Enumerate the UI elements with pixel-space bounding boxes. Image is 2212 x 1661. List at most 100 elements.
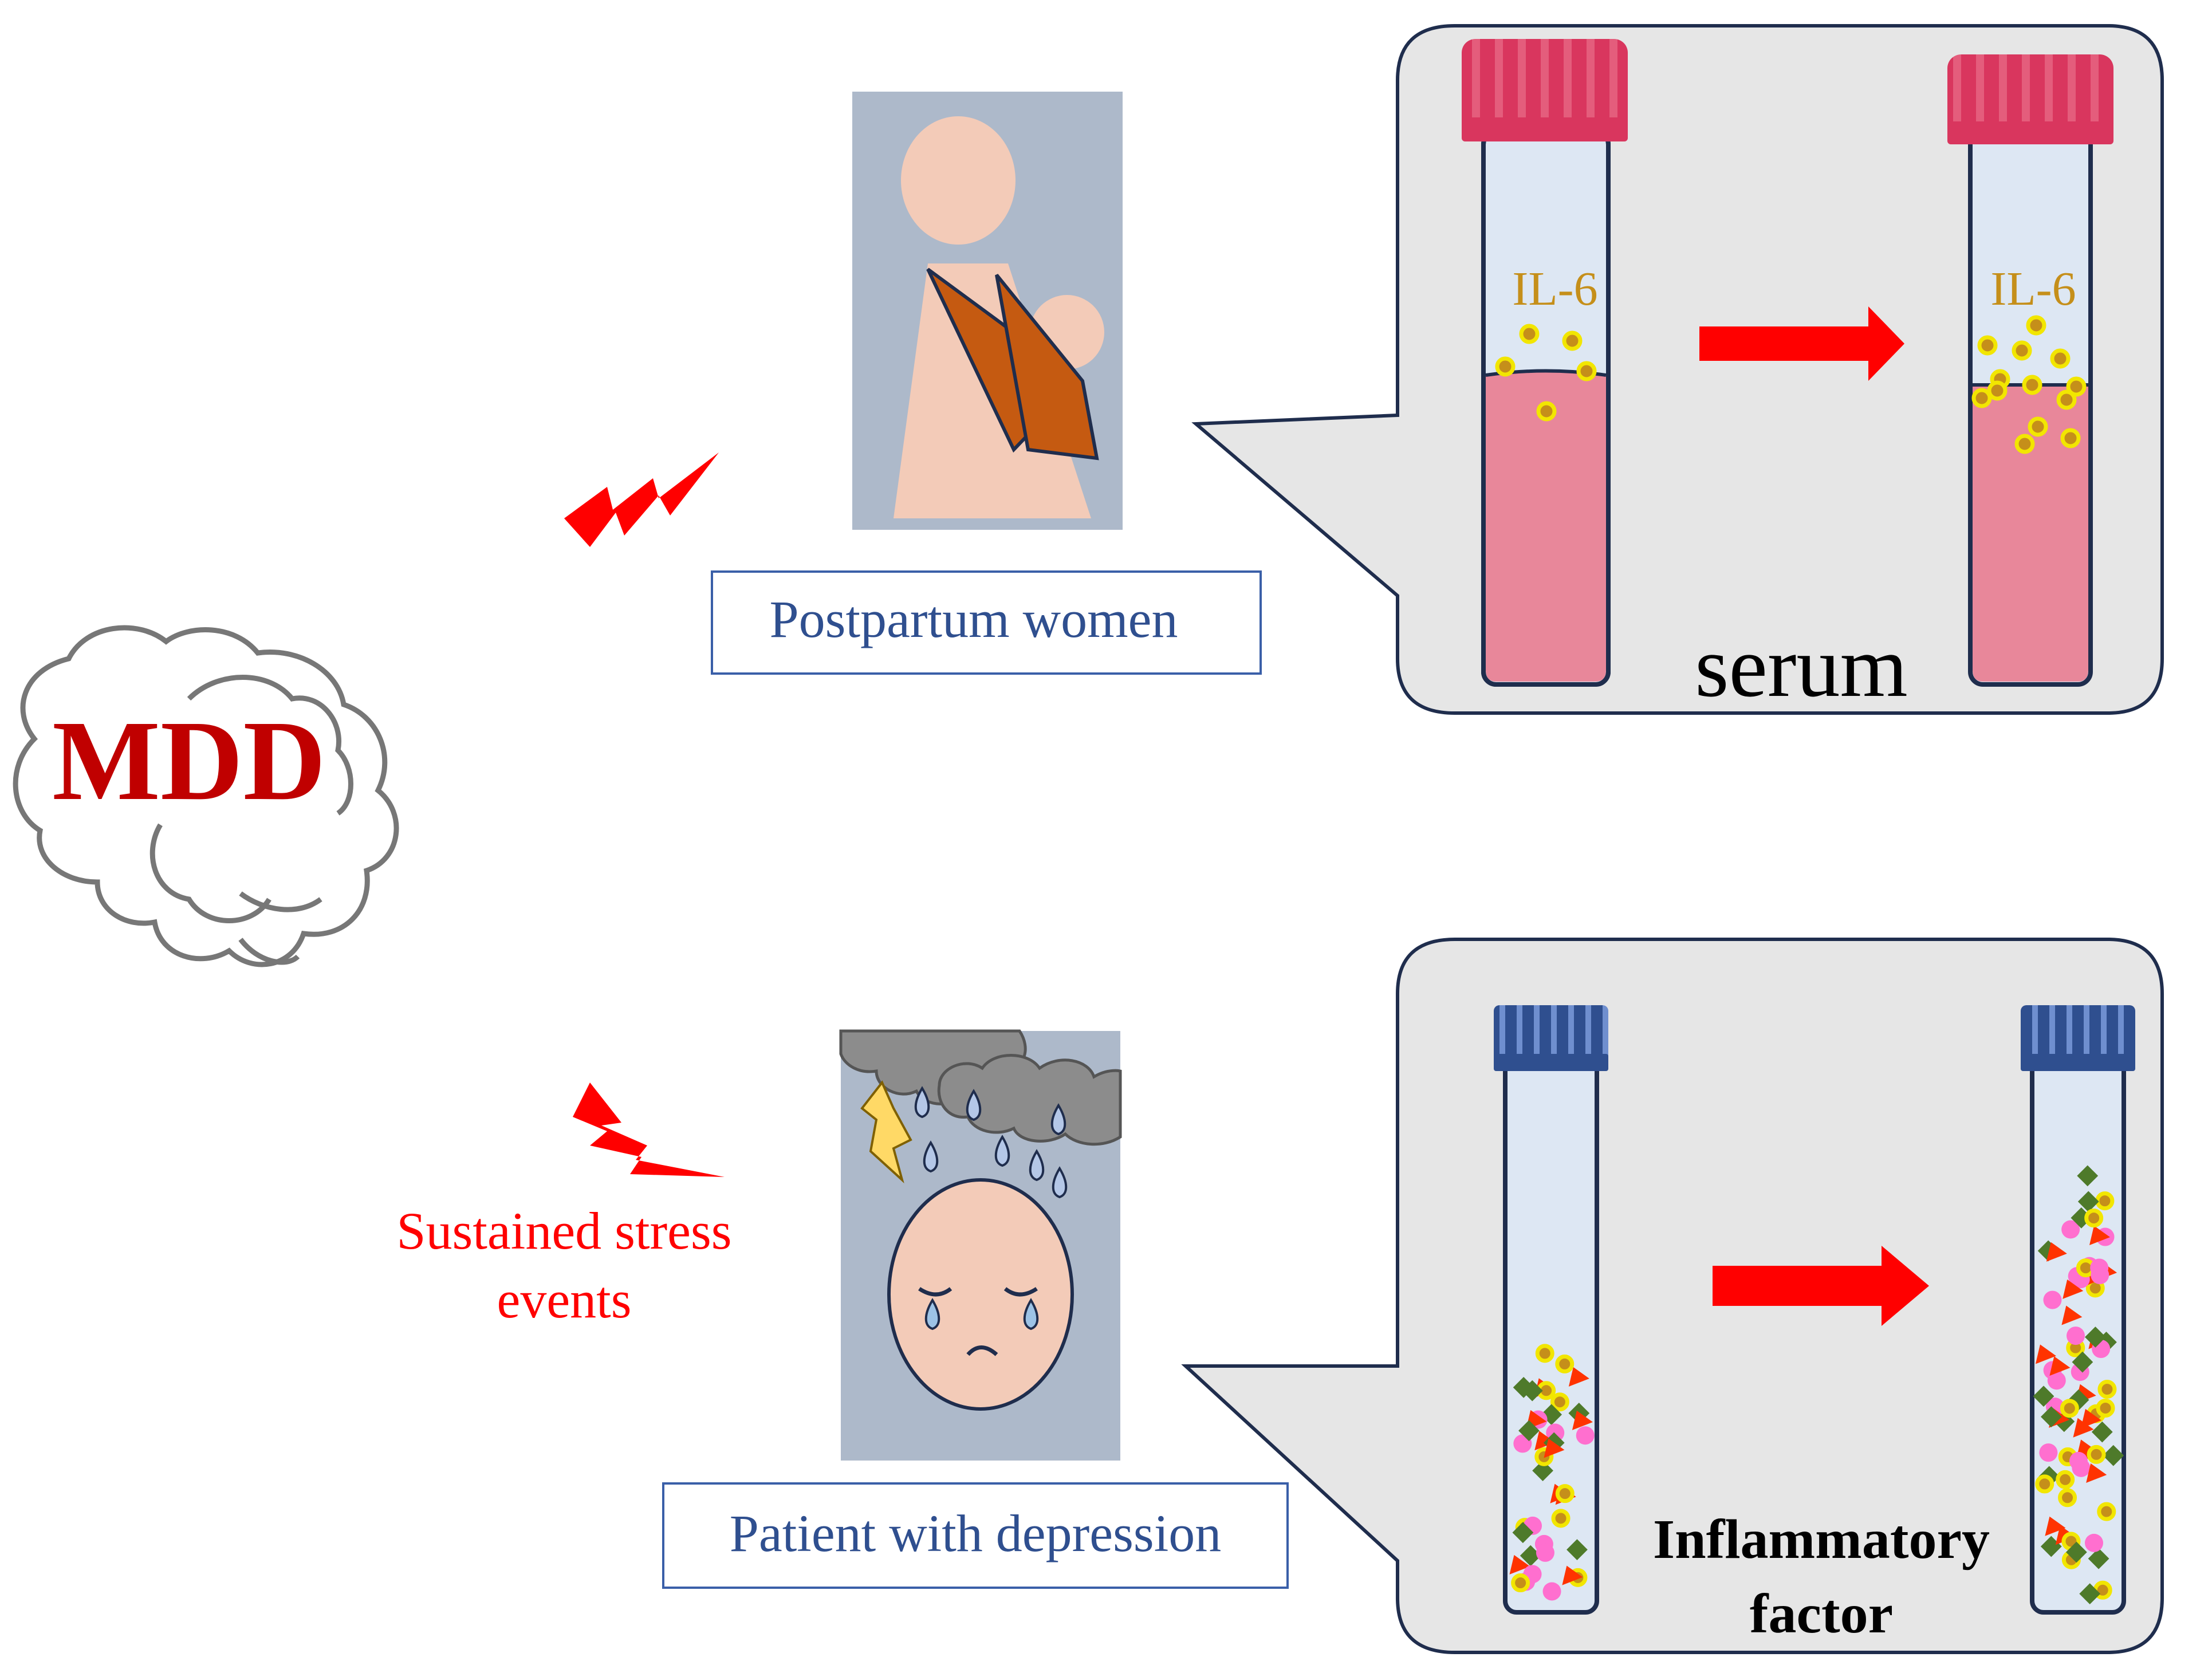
cytokine-triangle: [2061, 1305, 2083, 1325]
cytokine-pink-dot: [1542, 1582, 1561, 1601]
cytokine-diamond: [2077, 1165, 2099, 1187]
cytokine-dot: [1535, 1344, 1554, 1363]
inflammatory-label-line2: factor: [1750, 1583, 1893, 1645]
right-arrow-icon-top: [1699, 306, 1904, 381]
inflammatory-particles-after: [2033, 1165, 2124, 1605]
cytokine-dot: [1511, 1573, 1530, 1593]
cytokine-pink-dot: [1536, 1543, 1554, 1562]
raindrop-icons: [914, 1086, 1068, 1199]
cytokine-triangle: [2035, 1344, 2056, 1364]
mdd-label: MDD: [52, 698, 326, 824]
patient-with-depression-figure: [839, 1029, 1122, 1461]
cytokine-dot: [2087, 1444, 2106, 1464]
il6-label-before: IL-6: [1512, 262, 1597, 316]
pink-cap: [1462, 39, 1628, 136]
cytokine-dot: [2035, 1474, 2054, 1494]
cytokine-dot: [2097, 1380, 2117, 1399]
stress-label-line1: Sustained stress: [396, 1202, 731, 1260]
cytokine-triangle: [2045, 1516, 2066, 1536]
cytokine-pink-dot: [2084, 1533, 2103, 1552]
lightning-bolt-icon-bottom: [573, 1083, 725, 1177]
cytokine-triangle: [2046, 1242, 2067, 1262]
cytokine-dot: [1555, 1354, 1575, 1373]
cytokine-triangle: [2073, 1418, 2094, 1438]
il6-particles-before: [1495, 324, 1597, 422]
cytokine-dot: [2096, 1398, 2115, 1418]
cytokine-diamond: [2091, 1421, 2113, 1443]
cytokine-diamond: [2088, 1548, 2109, 1569]
brain-outline-icon: [13, 625, 399, 967]
cytokine-diamond: [2079, 1583, 2101, 1605]
cytokine-triangle: [1544, 1438, 1565, 1458]
postpartum-women-figure: [852, 92, 1123, 530]
inflammatory-tube-after: [2021, 1005, 2135, 1615]
tear-icons: [924, 1298, 1039, 1331]
cytokine-dot: [2056, 1470, 2075, 1489]
cytokine-pink-dot: [2047, 1371, 2066, 1390]
cytokine-triangle: [2086, 1463, 2107, 1483]
cytokine-pink-dot: [2043, 1290, 2062, 1309]
cytokine-diamond: [1520, 1545, 1541, 1566]
cytokine-diamond: [1512, 1522, 1534, 1544]
cytokine-dot: [2060, 1399, 2079, 1418]
cytokine-dot: [2097, 1502, 2116, 1521]
cytokine-dot: [2095, 1191, 2115, 1211]
inflammatory-label-line1: Inflammatory: [1653, 1509, 1990, 1571]
cytokine-triangle: [2089, 1225, 2110, 1245]
cytokine-diamond: [2072, 1351, 2093, 1373]
patient-label-box: [662, 1482, 1289, 1589]
cytokine-pink-dot: [2039, 1443, 2058, 1462]
cytokine-dot: [1551, 1509, 1571, 1528]
cytokine-diamond: [2040, 1406, 2062, 1428]
storm-cloud-icon: [839, 1029, 1122, 1146]
cytokine-triangle: [1509, 1554, 1530, 1575]
patient-label: Patient with depression: [730, 1504, 1222, 1562]
serum-tube-before: [1462, 39, 1628, 687]
inflammatory-particles-before: [1509, 1344, 1595, 1601]
cytokine-pink-dot: [2066, 1327, 2085, 1345]
cytokine-triangle: [2049, 1356, 2071, 1376]
speech-bubble-top: [1191, 24, 2164, 715]
il6-particles-after: [1971, 315, 2087, 454]
postpartum-women-label-box: [711, 570, 1262, 675]
lightning-bolt-icon-storm: [860, 1080, 912, 1184]
inflammatory-tube-before: [1494, 1005, 1608, 1615]
cytokine-dot: [2058, 1488, 2077, 1508]
cytokine-diamond: [1518, 1420, 1540, 1442]
pink-cap: [1947, 54, 2113, 140]
cytokine-dot: [2084, 1209, 2104, 1228]
cytokine-triangle: [2063, 1279, 2084, 1299]
postpartum-women-label: Postpartum women: [770, 590, 1178, 648]
cytokine-diamond: [2085, 1327, 2106, 1348]
cytokine-triangle: [2080, 1408, 2101, 1428]
serum-label: serum: [1695, 619, 1907, 715]
blue-cap: [2021, 1005, 2135, 1068]
cytokine-diamond: [1521, 1380, 1543, 1402]
il6-label-after: IL-6: [1990, 262, 2076, 316]
cytokine-triangle: [1562, 1565, 1583, 1585]
right-arrow-icon-bottom: [1713, 1246, 1929, 1326]
cytokine-diamond: [2103, 1444, 2124, 1466]
cytokine-triangle: [1572, 1410, 1593, 1430]
cytokine-pink-dot: [2069, 1451, 2088, 1470]
cytokine-diamond: [2065, 1541, 2087, 1563]
cytokine-diamond: [1566, 1539, 1588, 1561]
cytokine-triangle: [1534, 1431, 1556, 1451]
sad-face: [887, 1178, 1074, 1411]
cytokine-pink-dot: [2061, 1220, 2080, 1239]
cytokine-diamond: [2077, 1191, 2099, 1213]
speech-bubble-bottom: [1181, 938, 2164, 1654]
cytokine-diamond: [1532, 1460, 1553, 1482]
lightning-bolt-icon-top: [564, 452, 719, 547]
mother-head: [901, 116, 1016, 245]
blue-cap: [1494, 1005, 1608, 1068]
cytokine-triangle: [1568, 1367, 1589, 1387]
cytokine-pink-dot: [1576, 1426, 1595, 1445]
cytokine-dot: [1550, 1392, 1569, 1412]
serum-tube-after: [1947, 54, 2113, 687]
stress-label-line2: events: [497, 1270, 631, 1329]
cytokine-pink-dot: [2091, 1266, 2109, 1285]
cytokine-dot: [1555, 1484, 1575, 1503]
cytokine-diamond: [2033, 1386, 2054, 1407]
